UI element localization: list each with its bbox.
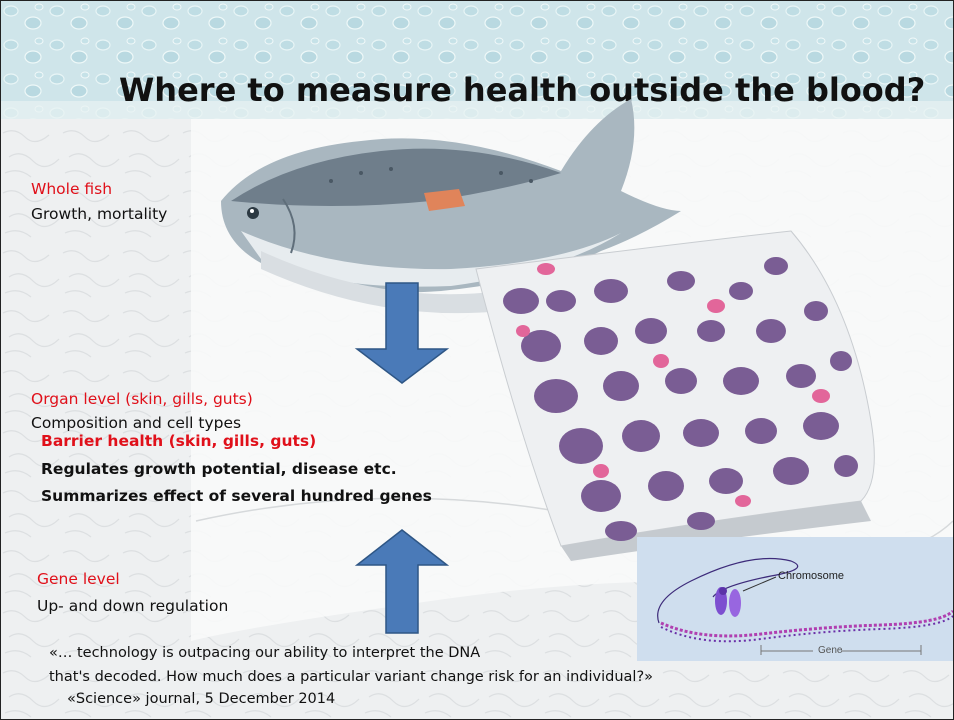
gene-level-body: Up- and down regulation <box>37 597 228 615</box>
chromosome-diagram <box>637 537 953 661</box>
gene-label: Gene <box>818 645 842 656</box>
barrier-line1: Regulates growth potential, disease etc. <box>41 460 397 478</box>
chromosome-label: Chromosome <box>778 570 844 582</box>
tissue-block <box>476 231 874 561</box>
barrier-line2: Summarizes effect of several hundred gen… <box>41 487 432 505</box>
organ-level-heading: Organ level (skin, gills, guts) <box>31 390 253 408</box>
quote-source: «Science» journal, 5 December 2014 <box>67 691 335 707</box>
barrier-heading: Barrier health (skin, gills, guts) <box>41 432 316 450</box>
quote-line-1: «… technology is outpacing our ability t… <box>49 645 480 661</box>
quote-line-2: that's decoded. How much does a particul… <box>49 669 653 685</box>
gene-level-heading: Gene level <box>37 570 120 588</box>
organ-level-body: Composition and cell types <box>31 414 241 432</box>
whole-fish-body: Growth, mortality <box>31 205 167 223</box>
up-arrow <box>357 530 447 633</box>
whole-fish-heading: Whole fish <box>31 180 112 198</box>
